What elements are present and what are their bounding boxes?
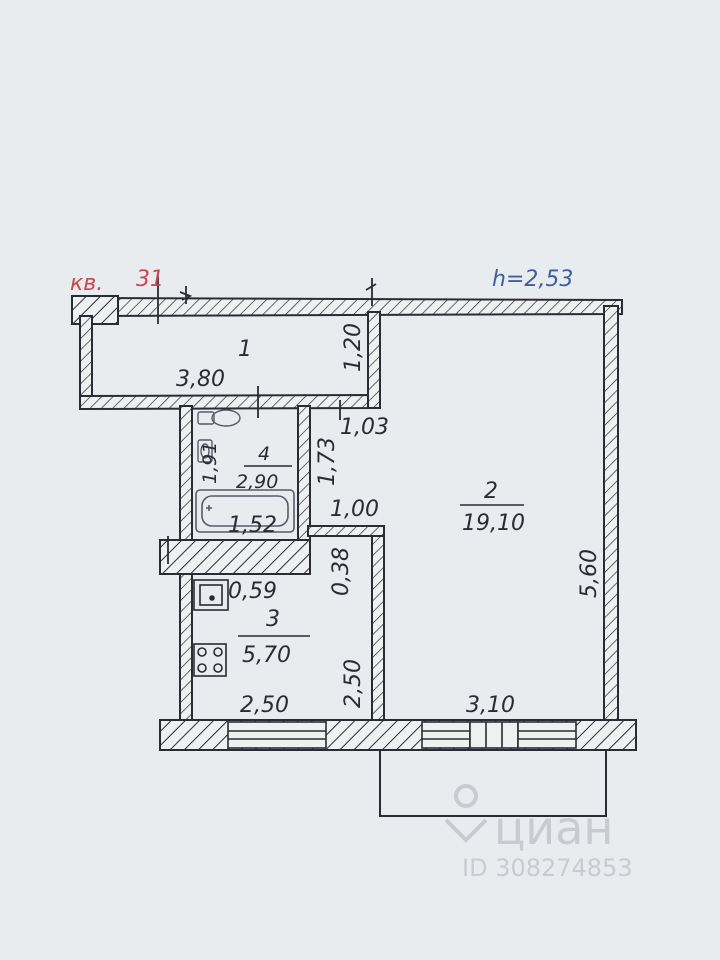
dim-2-50-vertical: 2,50 bbox=[341, 659, 366, 708]
ceiling-height: h=2,53 bbox=[492, 267, 573, 292]
bath-bottom-block bbox=[159, 539, 311, 575]
kitchen-right-wall bbox=[371, 531, 385, 723]
right-wall bbox=[603, 305, 619, 729]
dim-1-20: 1,20 bbox=[341, 323, 366, 372]
dim-2-50-horizontal: 2,50 bbox=[240, 693, 289, 718]
room-2-number: 2 bbox=[484, 479, 498, 504]
balcony-door bbox=[469, 721, 519, 749]
dim-3-10: 3,10 bbox=[466, 693, 515, 718]
kitchen-left-wall bbox=[179, 573, 193, 723]
bath-left-wall bbox=[179, 405, 193, 543]
watermark-id: ID 308274853 bbox=[462, 854, 633, 882]
dim-3-80: 3,80 bbox=[176, 367, 225, 392]
room-2-area: 19,10 bbox=[462, 511, 525, 536]
windows bbox=[227, 721, 577, 749]
section-marks bbox=[157, 276, 377, 564]
dim-1-91: 1,91 bbox=[199, 442, 221, 484]
room-4-area: 2,90 bbox=[236, 471, 278, 493]
watermark-brand: циан bbox=[494, 801, 613, 855]
room-3-area: 5,70 bbox=[242, 643, 291, 668]
apartment-prefix: кв. bbox=[70, 271, 103, 296]
window-room-b bbox=[517, 721, 577, 749]
kitchen-top-wall bbox=[307, 525, 385, 537]
room-4-number: 4 bbox=[258, 443, 270, 465]
dim-0-38: 0,38 bbox=[329, 547, 354, 596]
bath-right-wall bbox=[297, 405, 311, 543]
stove bbox=[193, 643, 227, 677]
dim-5-60: 5,60 bbox=[577, 549, 602, 598]
dim-1-73: 1,73 bbox=[315, 437, 340, 486]
window-room-a bbox=[421, 721, 471, 749]
dim-1-03: 1,03 bbox=[340, 415, 389, 440]
dim-1-52: 1,52 bbox=[228, 513, 277, 538]
bathtub bbox=[195, 489, 295, 533]
room1-left-wall bbox=[79, 315, 93, 409]
window-kitchen bbox=[227, 721, 327, 749]
toilet bbox=[197, 409, 241, 427]
apartment-number: 31 bbox=[136, 267, 164, 292]
cian-logo-icon bbox=[444, 784, 488, 843]
room1-bottom-wall bbox=[79, 393, 377, 411]
room-3-number: 3 bbox=[266, 607, 280, 632]
room-1-number: 1 bbox=[238, 337, 252, 362]
kitchen-sink bbox=[193, 579, 229, 611]
balcony bbox=[379, 750, 607, 817]
washbasin bbox=[197, 439, 213, 463]
top-wall bbox=[77, 296, 623, 318]
dim-1-00: 1,00 bbox=[330, 497, 379, 522]
dim-0-59: 0,59 bbox=[228, 579, 277, 604]
partition-1-2 bbox=[367, 311, 381, 409]
